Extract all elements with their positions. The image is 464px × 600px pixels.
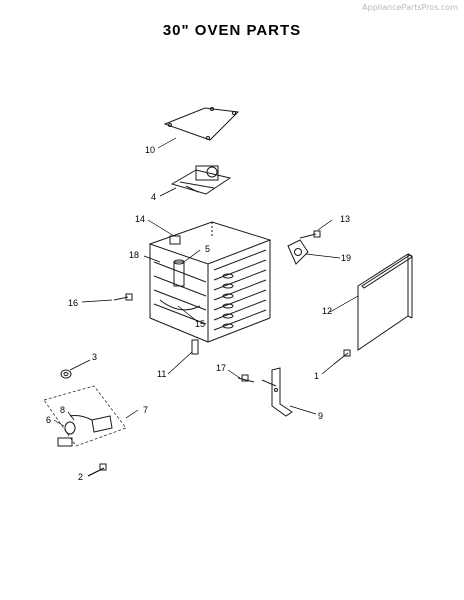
- callout-4: 4: [151, 192, 156, 202]
- callout-14: 14: [135, 214, 145, 224]
- part-16-screw: [113, 293, 133, 301]
- part-4-latch-assembly: [170, 165, 232, 195]
- watermark: AppliancePartsPros.com: [362, 3, 458, 12]
- part-3-knob: [60, 369, 72, 379]
- callout-3: 3: [92, 352, 97, 362]
- oven-cavity: [148, 221, 272, 343]
- part-1-screw: [333, 349, 351, 365]
- callout-17: 17: [216, 363, 226, 373]
- callout-5: 5: [205, 244, 210, 254]
- callout-18: 18: [129, 250, 139, 260]
- callout-6: 6: [46, 415, 51, 425]
- callout-8: 8: [60, 405, 65, 415]
- callout-16: 16: [68, 298, 78, 308]
- part-19-bracket: [287, 239, 309, 265]
- callout-2: 2: [78, 472, 83, 482]
- part-13-screw: [299, 230, 321, 239]
- part-7-light-assembly: [43, 385, 127, 447]
- callout-1: 1: [314, 371, 319, 381]
- rack-rails: [213, 249, 267, 331]
- callout-11: 11: [157, 369, 166, 379]
- part-10-plate: [163, 107, 240, 141]
- callout-12: 12: [322, 306, 332, 316]
- part-12-door-panel: [357, 253, 413, 351]
- callout-10: 10: [145, 145, 155, 155]
- callout-9: 9: [318, 411, 323, 421]
- part-2-screw: [87, 463, 107, 477]
- leader-lines: [53, 137, 359, 477]
- part-17-screw: [237, 374, 255, 383]
- callout-19: 19: [341, 253, 351, 263]
- callout-labels: 10 4 14 5 18 13 19 16 12 15 11 3 1 17 7 …: [46, 145, 351, 482]
- part-9-bracket: [261, 367, 293, 417]
- diagram-title: 30" OVEN PARTS: [162, 22, 302, 39]
- callout-13: 13: [340, 214, 350, 224]
- part-11-clip: [191, 339, 199, 355]
- callout-7: 7: [143, 405, 148, 415]
- callout-15: 15: [195, 319, 205, 329]
